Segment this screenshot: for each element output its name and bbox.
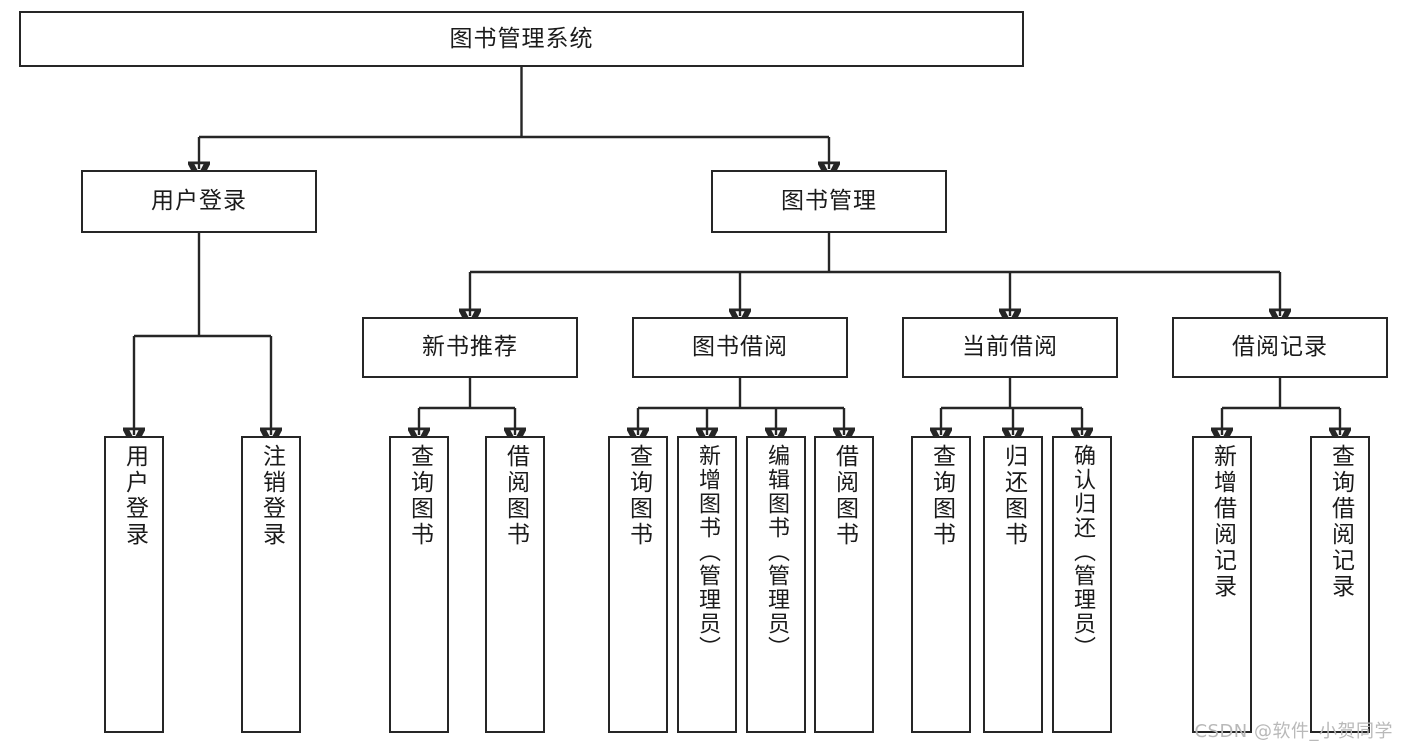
node-leaf-return-book-label: 归还图书 — [1000, 444, 1027, 548]
node-leaf-query-borrow-record-label: 查询借阅记录 — [1327, 444, 1354, 600]
edge-group — [134, 67, 1340, 435]
node-leaf-borrow-book-recommend-label: 借阅图书 — [502, 444, 529, 548]
node-current-borrow-label: 当前借阅 — [962, 334, 1058, 361]
node-leaf-query-book-recommend-label: 查询图书 — [406, 444, 433, 548]
node-leaf-borrow-book[interactable]: 借阅图书 — [814, 436, 874, 733]
watermark-text: CSDN @软件_小贺同学 — [1194, 721, 1393, 742]
node-leaf-confirm-return-admin-label: 确认归还（管理员） — [1070, 444, 1095, 660]
node-borrow-records[interactable]: 借阅记录 — [1172, 317, 1388, 378]
node-leaf-query-book-borrow-label: 查询图书 — [625, 444, 652, 548]
node-book-management-label: 图书管理 — [781, 188, 877, 215]
node-leaf-query-book-borrow[interactable]: 查询图书 — [608, 436, 668, 733]
node-leaf-query-book-current[interactable]: 查询图书 — [911, 436, 971, 733]
node-book-management[interactable]: 图书管理 — [711, 170, 947, 233]
node-leaf-user-login[interactable]: 用户登录 — [104, 436, 164, 733]
node-leaf-user-login-label: 用户登录 — [121, 444, 148, 548]
node-user-login[interactable]: 用户登录 — [81, 170, 317, 233]
node-current-borrow[interactable]: 当前借阅 — [902, 317, 1118, 378]
node-leaf-logout[interactable]: 注销登录 — [241, 436, 301, 733]
node-leaf-query-book-recommend[interactable]: 查询图书 — [389, 436, 449, 733]
node-leaf-add-book-admin[interactable]: 新增图书（管理员） — [677, 436, 737, 733]
node-leaf-add-borrow-record-label: 新增借阅记录 — [1209, 444, 1236, 600]
node-leaf-query-borrow-record[interactable]: 查询借阅记录 — [1310, 436, 1370, 733]
node-leaf-edit-book-admin-label: 编辑图书（管理员） — [764, 444, 789, 660]
node-leaf-borrow-book-recommend[interactable]: 借阅图书 — [485, 436, 545, 733]
node-user-login-label: 用户登录 — [151, 188, 247, 215]
node-book-borrow-label: 图书借阅 — [692, 334, 788, 361]
node-book-borrow[interactable]: 图书借阅 — [632, 317, 848, 378]
node-borrow-records-label: 借阅记录 — [1232, 334, 1328, 361]
node-leaf-confirm-return-admin[interactable]: 确认归还（管理员） — [1052, 436, 1112, 733]
node-leaf-borrow-book-label: 借阅图书 — [831, 444, 858, 548]
node-new-book-recommend[interactable]: 新书推荐 — [362, 317, 578, 378]
node-root[interactable]: 图书管理系统 — [19, 11, 1024, 67]
node-leaf-add-book-admin-label: 新增图书（管理员） — [695, 444, 720, 660]
node-new-book-recommend-label: 新书推荐 — [422, 334, 518, 361]
node-leaf-edit-book-admin[interactable]: 编辑图书（管理员） — [746, 436, 806, 733]
node-leaf-logout-label: 注销登录 — [258, 444, 285, 548]
node-leaf-query-book-current-label: 查询图书 — [928, 444, 955, 548]
node-leaf-return-book[interactable]: 归还图书 — [983, 436, 1043, 733]
node-root-label: 图书管理系统 — [449, 25, 594, 52]
node-leaf-add-borrow-record[interactable]: 新增借阅记录 — [1192, 436, 1252, 733]
